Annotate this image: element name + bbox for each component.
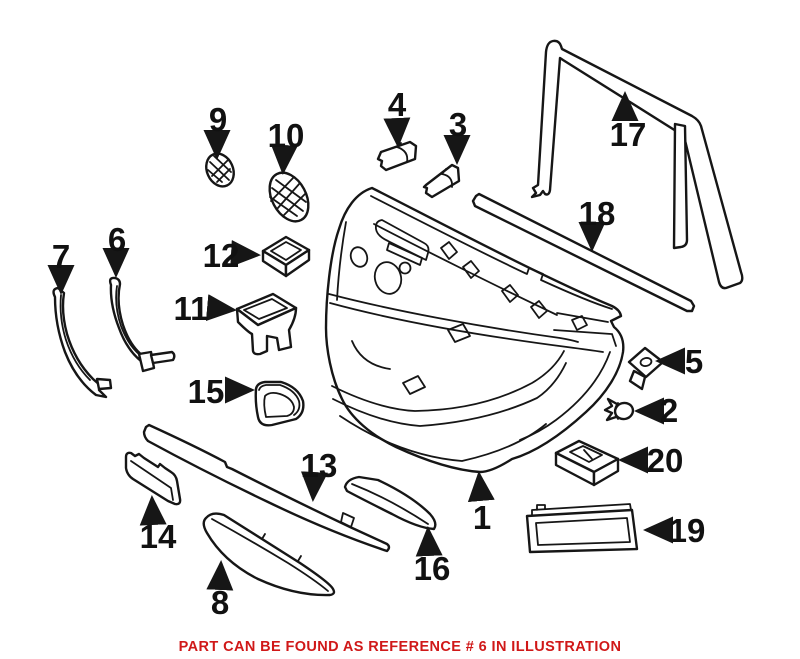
part-15-handle-bezel — [254, 380, 305, 427]
part-9-speaker-cover-small — [205, 152, 235, 188]
part-label-1: 1 — [473, 499, 491, 536]
part-label-10: 10 — [268, 117, 305, 154]
part-label-2: 2 — [660, 392, 678, 429]
part-label-4: 4 — [388, 86, 407, 123]
part-6-trim-strip — [108, 276, 176, 373]
part-12-switch-housing — [261, 235, 311, 278]
part-10-speaker-cover-large — [268, 171, 310, 223]
part-label-14: 14 — [140, 518, 177, 555]
part-8-lower-trim — [202, 512, 336, 597]
leader-arrows — [47, 91, 685, 591]
part-label-18: 18 — [579, 195, 616, 232]
part-label-9: 9 — [209, 101, 227, 138]
part-16-trim-strip-lower — [343, 475, 437, 531]
part-label-11: 11 — [174, 290, 209, 327]
part-label-3: 3 — [449, 106, 467, 143]
part-label-7: 7 — [52, 238, 70, 275]
part-7-trim-strip — [52, 286, 113, 399]
leader-arrow-10 — [270, 144, 298, 175]
part-number-labels: 9 10 4 3 17 18 12 11 6 7 15 5 2 20 19 1 … — [52, 86, 706, 621]
part-label-12: 12 — [203, 237, 240, 274]
part-1-door-trim-panel — [324, 186, 625, 474]
part-2-fastener — [603, 397, 635, 422]
part-label-19: 19 — [669, 512, 706, 549]
leader-arrow-1 — [467, 471, 495, 503]
part-5-retainer-clip — [627, 346, 665, 391]
part-18-window-belt-strip — [471, 192, 696, 313]
leader-arrow-8 — [206, 560, 234, 591]
part-label-16: 16 — [414, 550, 451, 587]
part-label-15: 15 — [188, 373, 225, 410]
part-11-pocket-insert — [235, 292, 298, 356]
leader-arrow-16 — [415, 526, 443, 557]
leader-arrow-12 — [230, 240, 261, 267]
part-label-8: 8 — [211, 584, 229, 621]
part-label-20: 20 — [647, 442, 684, 479]
leader-arrow-4 — [383, 117, 411, 148]
part-20-window-switch — [554, 439, 620, 487]
part-4-mounting-clip — [376, 140, 418, 172]
part-3-mounting-clip — [422, 163, 461, 199]
part-label-17: 17 — [610, 116, 647, 153]
part-label-5: 5 — [685, 343, 703, 380]
part-label-6: 6 — [108, 221, 126, 258]
part-label-13: 13 — [301, 447, 338, 484]
part-19-bezel-frame — [525, 503, 639, 554]
leader-arrow-11 — [205, 294, 237, 322]
part-17-window-frame-seal — [530, 39, 744, 290]
reference-note: PART CAN BE FOUND AS REFERENCE # 6 IN IL… — [179, 639, 622, 655]
leader-arrow-14 — [139, 495, 167, 526]
part-13-armrest-trim-rail — [142, 423, 391, 553]
leader-arrow-13 — [300, 471, 328, 502]
part-14-flap-cover — [124, 451, 182, 506]
